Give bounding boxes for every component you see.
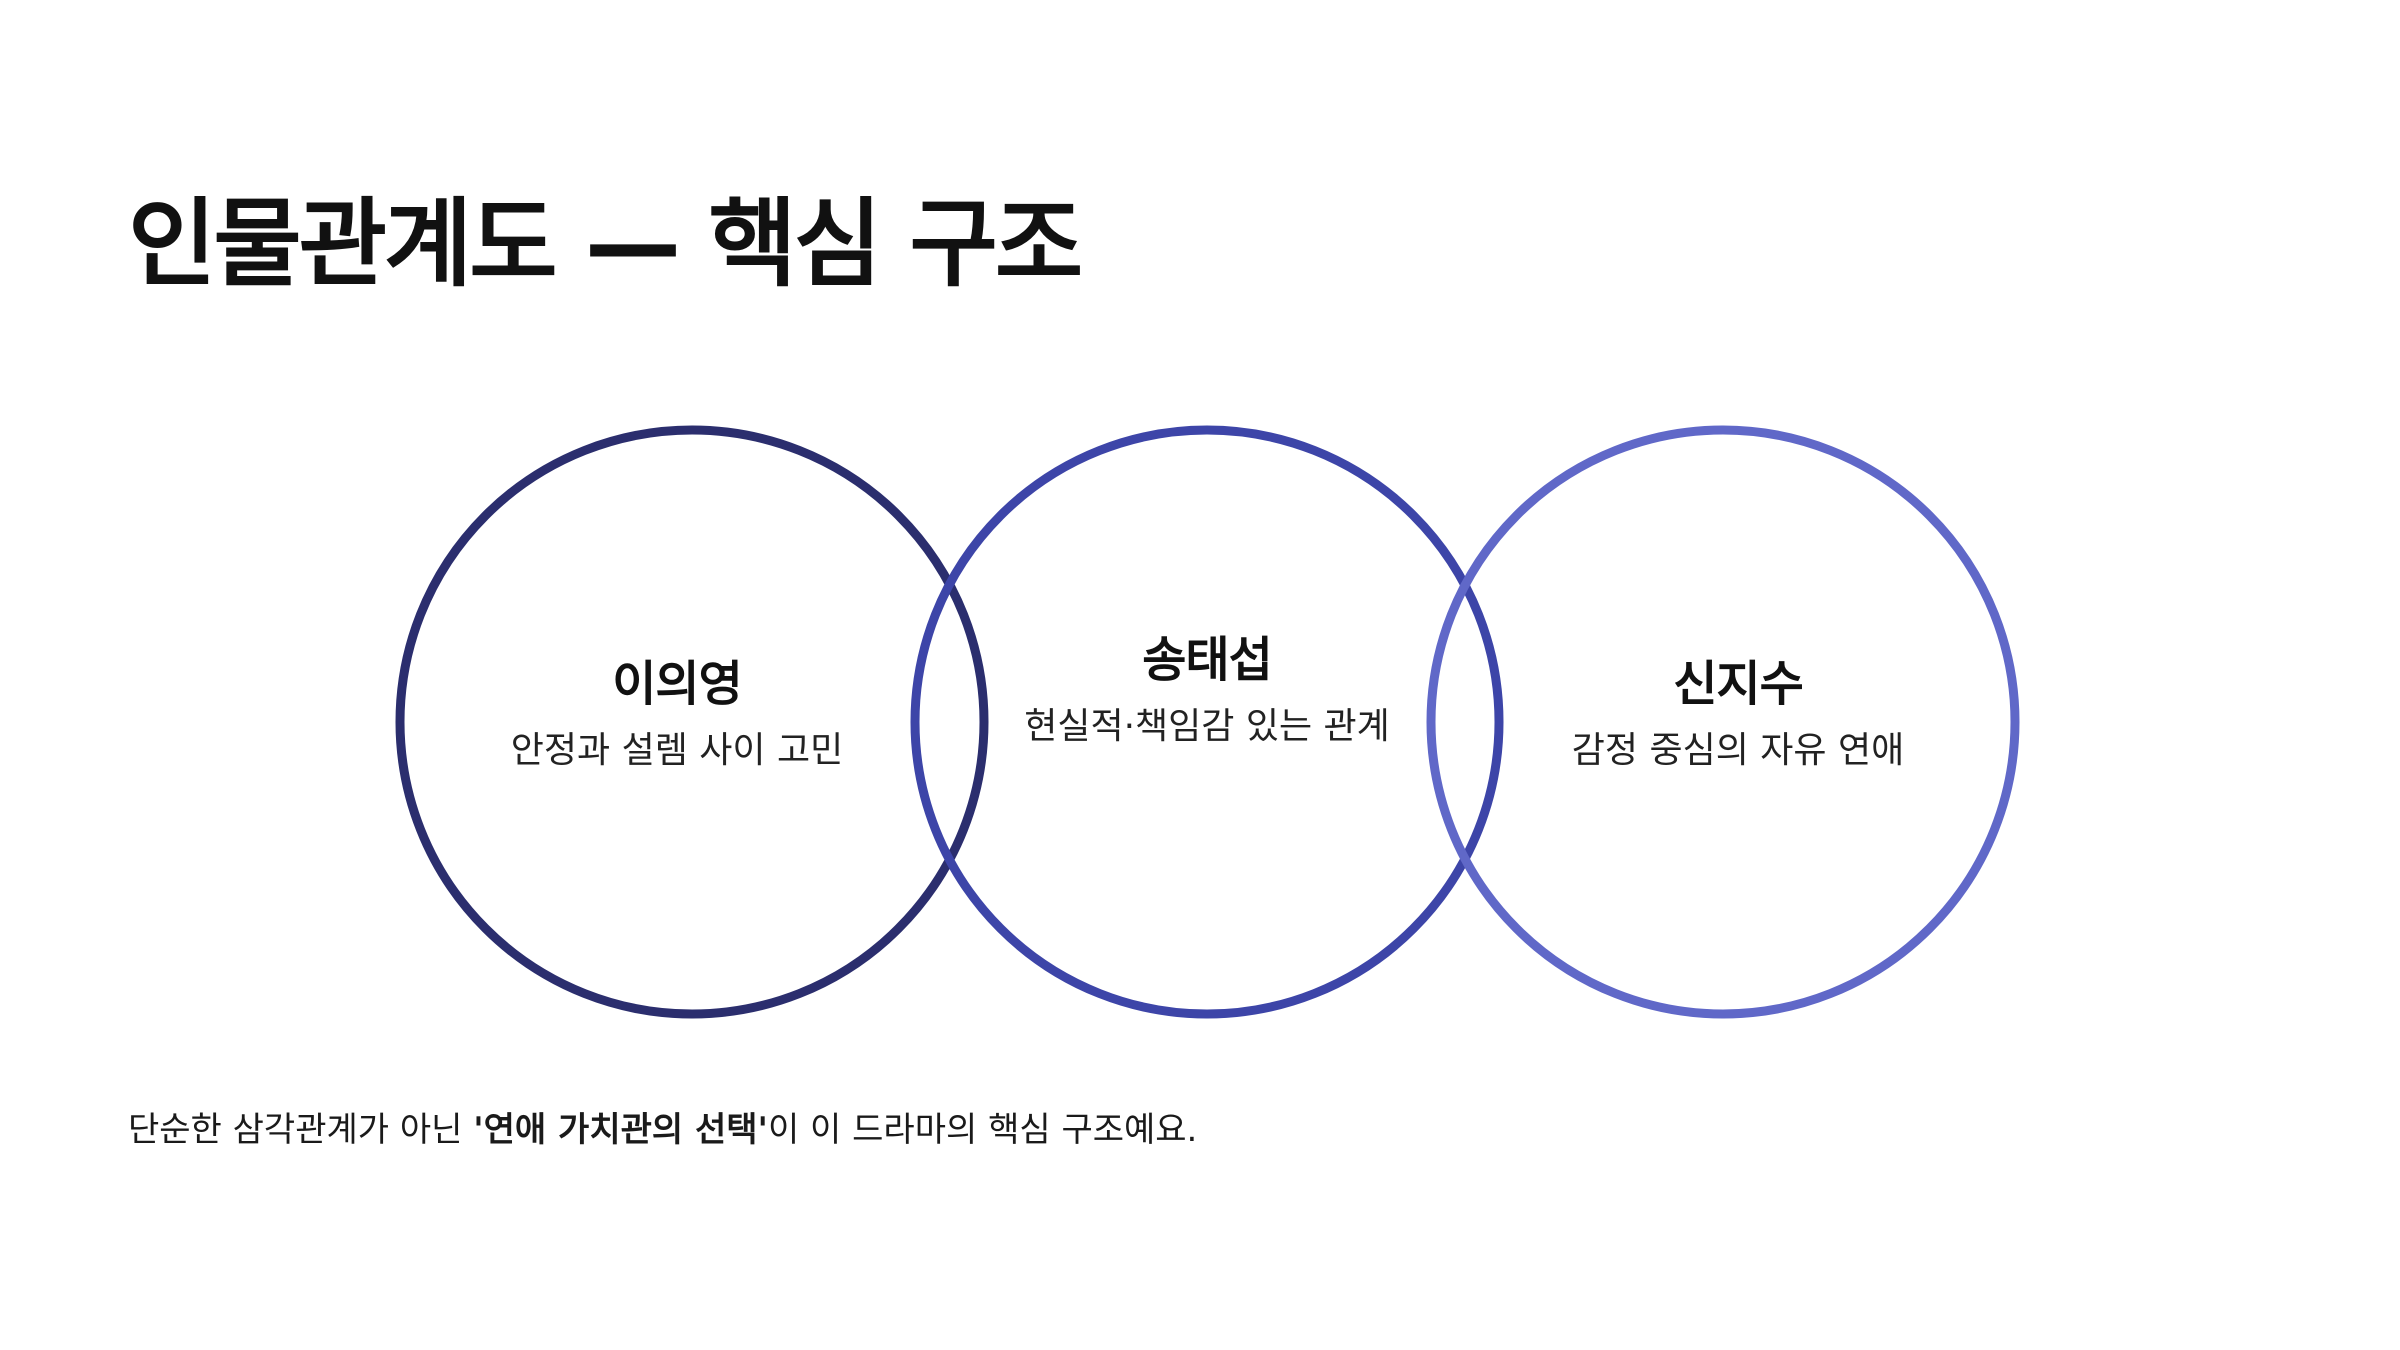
- circle-middle: [910, 425, 1504, 1019]
- caption-text-before: 단순한 삼각관계가 아닌: [128, 1110, 474, 1150]
- character-label-middle: 송태섭 현실적·책임감 있는 관계: [1017, 632, 1397, 750]
- circle-right: [1426, 425, 2020, 1019]
- circle-left: [395, 425, 989, 1019]
- character-label-left: 이의영 안정과 설렘 사이 고민: [487, 656, 867, 774]
- character-label-right: 신지수 감정 중심의 자유 연애: [1548, 656, 1928, 774]
- caption: 단순한 삼각관계가 아닌 '연애 가치관의 선택'이 이 드라마의 핵심 구조예…: [128, 1108, 1197, 1152]
- character-name: 이의영: [612, 656, 742, 712]
- caption-emphasis: '연애 가치관의 선택': [473, 1110, 768, 1150]
- character-description: 감정 중심의 자유 연애: [1571, 729, 1905, 771]
- character-description: 안정과 설렘 사이 고민: [510, 729, 844, 771]
- page-title: 인물관계도 — 핵심 구조: [128, 188, 1083, 300]
- character-name: 신지수: [1673, 656, 1803, 712]
- character-description: 현실적·책임감 있는 관계: [1024, 705, 1390, 747]
- character-name: 송태섭: [1142, 632, 1272, 688]
- caption-text-after: 이 이 드라마의 핵심 구조예요.: [767, 1110, 1198, 1150]
